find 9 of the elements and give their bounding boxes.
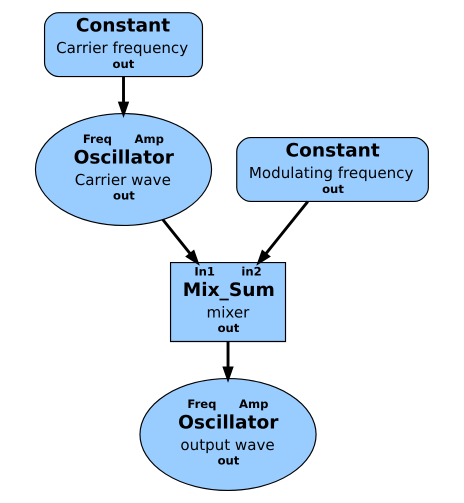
node-box: Constant Modulating frequency out (236, 137, 429, 202)
arrow (256, 200, 309, 266)
node-box: Constant Carrier frequency out (44, 12, 204, 78)
arrow (118, 76, 130, 118)
arrow (162, 218, 200, 266)
node-box: In1 in2 Mix_Sum mixer out (170, 262, 286, 342)
arrow (222, 342, 234, 383)
node-ellipse: Freq Amp Oscillator Carrier wave out (34, 113, 212, 226)
node-ellipse: Freq Amp Oscillator output wave out (139, 378, 317, 492)
